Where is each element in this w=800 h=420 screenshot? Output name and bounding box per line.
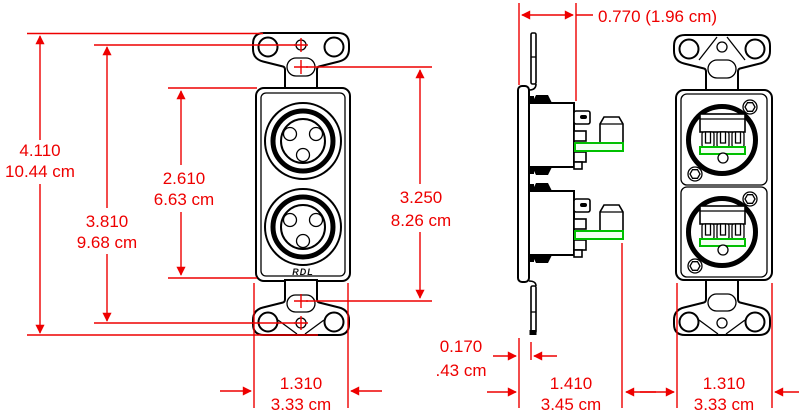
xlr-pin-hole xyxy=(295,233,311,249)
dim-hole-spacing-cm: 9.68 cm xyxy=(77,233,137,252)
xlr-pin-hole xyxy=(308,126,324,142)
dim-rear-width-in: 1.310 xyxy=(703,374,746,393)
dim-hole-spacing-in: 3.810 xyxy=(86,212,129,231)
mount-hole xyxy=(257,36,279,58)
side-connector-top xyxy=(528,95,624,175)
mount-hole xyxy=(744,311,766,333)
center-cross xyxy=(294,38,308,52)
dim-depth-behind: 0.770 (1.96 cm) xyxy=(598,7,717,26)
mount-hole xyxy=(678,311,700,333)
xlr-rear-top xyxy=(686,99,758,182)
dim-plate-thickness-in: 0.170 xyxy=(440,337,483,356)
mount-slot xyxy=(707,293,737,312)
terminal-block-green xyxy=(574,230,624,240)
xlr-locking-ring xyxy=(270,194,336,260)
terminal-plug xyxy=(599,116,624,146)
side-connector-bottom xyxy=(528,183,624,263)
mount-hole xyxy=(744,38,766,60)
rear-view xyxy=(673,34,773,336)
xlr-rear-bottom xyxy=(686,191,758,274)
dim-plate-thickness-cm: .43 cm xyxy=(435,361,486,380)
terminal-block xyxy=(699,113,746,133)
brand-label: RDL xyxy=(292,267,314,277)
xlr-rear-shell xyxy=(686,196,758,268)
rear-plate xyxy=(675,89,773,281)
dim-slot-spacing-cm: 8.26 cm xyxy=(391,211,451,230)
dim-front-width-in: 1.310 xyxy=(280,374,323,393)
rear-top-ear xyxy=(673,34,771,93)
rear-bottom-ear xyxy=(673,279,771,336)
dim-opening-height-in: 2.610 xyxy=(163,169,206,188)
latch-hole xyxy=(717,244,729,256)
terminal-block-green xyxy=(574,142,624,152)
xlr-front-top xyxy=(264,102,342,180)
screw-hole xyxy=(716,317,728,329)
screw-hole xyxy=(716,41,728,53)
xlr-rear-shell xyxy=(686,104,758,176)
xlr-pin-hole xyxy=(282,126,298,142)
dim-rear-width-cm: 3.33 cm xyxy=(694,395,754,414)
center-cross xyxy=(294,294,308,308)
latch-hole xyxy=(717,152,729,164)
dim-overall-depth-in: 1.410 xyxy=(550,374,593,393)
mount-slot xyxy=(707,59,737,79)
center-cross xyxy=(294,316,308,330)
xlr-pin-hole xyxy=(295,147,311,163)
mount-hole xyxy=(323,36,345,58)
xlr-pin-hole xyxy=(282,212,298,228)
dim-overall-depth-cm: 3.45 cm xyxy=(541,395,601,414)
mount-hole xyxy=(323,311,345,333)
dim-overall-height-cm: 10.44 cm xyxy=(5,162,75,181)
dim-opening-height-cm: 6.63 cm xyxy=(154,190,214,209)
xlr-front-bottom xyxy=(264,188,342,266)
mount-hole xyxy=(678,38,700,60)
side-view xyxy=(517,32,624,335)
dim-slot-spacing-in: 3.250 xyxy=(400,188,443,207)
xlr-locking-ring xyxy=(270,108,336,174)
mount-hole xyxy=(257,311,279,333)
center-cross xyxy=(294,60,308,74)
terminal-plug xyxy=(599,204,624,234)
dim-front-width-cm: 3.33 cm xyxy=(271,395,331,414)
dimension-annotations: 4.110 10.44 cm 3.810 9.68 cm 2.610 6.63 … xyxy=(5,3,799,414)
dim-overall-height-in: 4.110 xyxy=(19,141,60,160)
terminal-block xyxy=(699,205,746,225)
xlr-pin-hole xyxy=(308,212,324,228)
side-plate xyxy=(517,85,530,283)
front-view: RDL xyxy=(252,32,351,336)
